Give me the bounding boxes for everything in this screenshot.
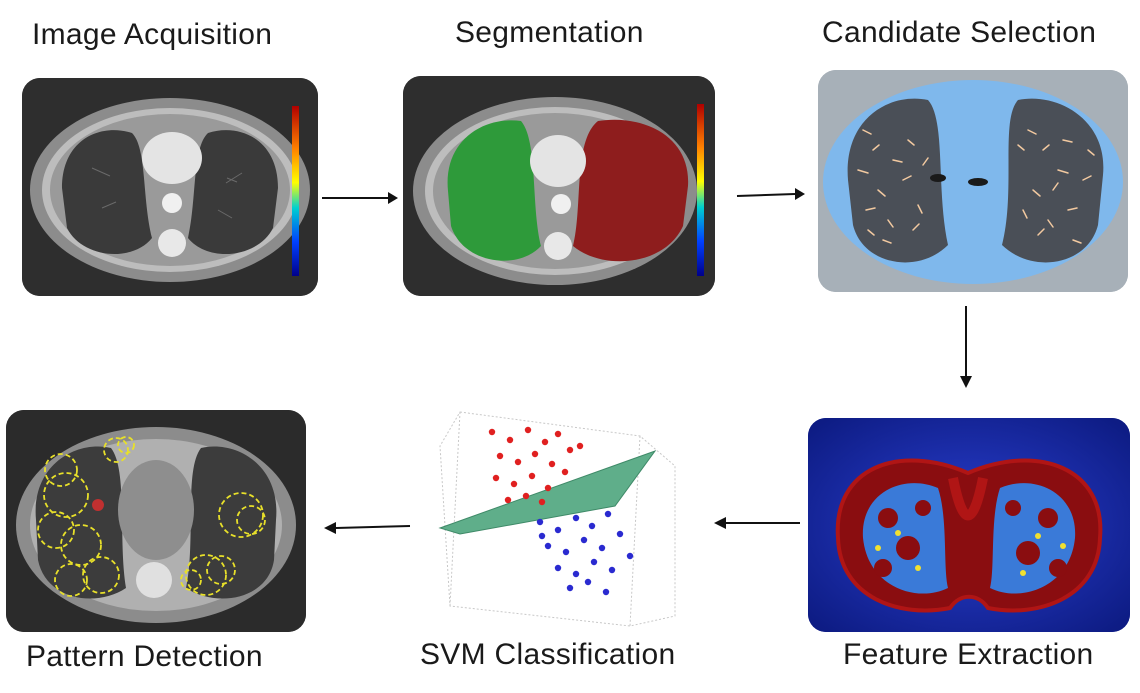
svm-red-point bbox=[488, 428, 496, 436]
candidate-selection-image bbox=[818, 70, 1128, 292]
label-feature-extraction: Feature Extraction bbox=[843, 638, 1094, 671]
svm-red-point bbox=[514, 458, 522, 466]
label-svm-classification: SVM Classification bbox=[420, 638, 676, 671]
svm-blue-point bbox=[598, 544, 606, 552]
svm-red-point bbox=[541, 438, 549, 446]
svm-red-point bbox=[522, 492, 530, 500]
svm-red-point bbox=[566, 446, 574, 454]
svm-blue-point bbox=[572, 514, 580, 522]
arrow-right-2 bbox=[736, 188, 805, 200]
svm-red-point bbox=[504, 496, 512, 504]
svm-classification-plot bbox=[430, 406, 690, 632]
arrow-down bbox=[960, 306, 972, 388]
svm-red-point bbox=[531, 450, 539, 458]
svm-blue-point bbox=[566, 584, 574, 592]
svm-red-point bbox=[492, 474, 500, 482]
svm-blue-point bbox=[554, 564, 562, 572]
svm-blue-point bbox=[590, 558, 598, 566]
svm-red-point bbox=[538, 498, 546, 506]
arrow-left-2 bbox=[324, 522, 411, 534]
svm-blue-point bbox=[584, 578, 592, 586]
svm-red-point bbox=[561, 468, 569, 476]
label-image-acquisition: Image Acquisition bbox=[32, 18, 273, 51]
svm-red-point bbox=[496, 452, 504, 460]
svm-blue-point bbox=[608, 566, 616, 574]
svm-blue-point bbox=[580, 536, 588, 544]
arrow-left-1 bbox=[714, 517, 800, 529]
svm-red-point bbox=[554, 430, 562, 438]
svm-blue-point bbox=[602, 588, 610, 596]
label-segmentation: Segmentation bbox=[455, 16, 644, 49]
svm-blue-point bbox=[536, 518, 544, 526]
svm-blue-point bbox=[604, 510, 612, 518]
svm-blue-point bbox=[572, 570, 580, 578]
svm-blue-point bbox=[544, 542, 552, 550]
label-pattern-detection: Pattern Detection bbox=[26, 640, 263, 673]
svm-blue-point bbox=[588, 522, 596, 530]
svm-red-point bbox=[544, 484, 552, 492]
svm-red-point bbox=[528, 472, 536, 480]
svm-blue-point bbox=[616, 530, 624, 538]
svm-blue-point bbox=[554, 526, 562, 534]
arrow-right-1 bbox=[322, 192, 398, 204]
svm-red-point bbox=[524, 426, 532, 434]
svm-red-point bbox=[506, 436, 514, 444]
svm-red-point bbox=[548, 460, 556, 468]
svm-blue-point bbox=[626, 552, 634, 560]
feature-extraction-image bbox=[808, 418, 1130, 632]
svm-red-point bbox=[510, 480, 518, 488]
svm-blue-point bbox=[538, 532, 546, 540]
segmented-lungs-image bbox=[403, 76, 715, 296]
svm-blue-point bbox=[562, 548, 570, 556]
ct-scan-image bbox=[22, 78, 318, 296]
label-candidate-selection: Candidate Selection bbox=[822, 16, 1097, 49]
pattern-detection-image bbox=[6, 410, 306, 632]
svm-red-point bbox=[576, 442, 584, 450]
